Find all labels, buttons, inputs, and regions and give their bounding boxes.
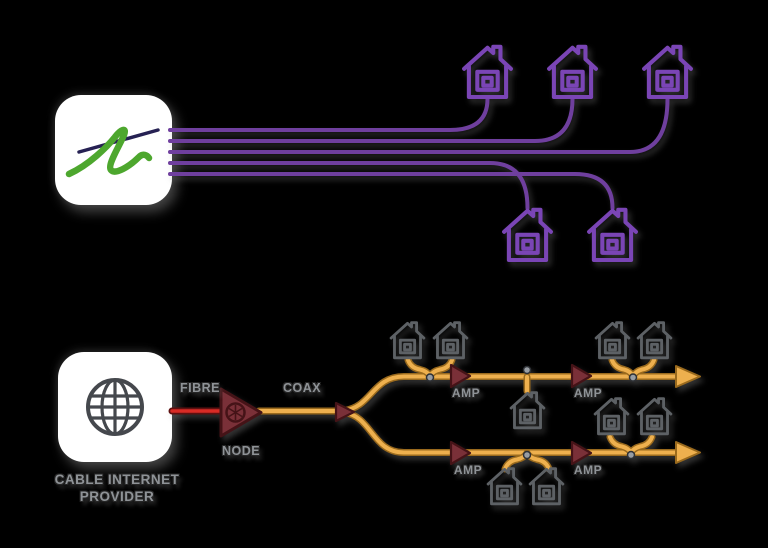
- coax-lower-branch: [342, 410, 684, 455]
- cable-provider-box: [58, 352, 172, 462]
- fibre-lines: [168, 97, 670, 210]
- house-icon: [464, 47, 511, 97]
- fibre-provider-logo: [65, 126, 160, 178]
- tap-dot: [522, 450, 532, 460]
- amp-label: AMP: [453, 463, 483, 477]
- house-icon: [504, 210, 551, 260]
- tap-icon: [406, 358, 454, 378]
- amplifier-icon: [570, 363, 593, 389]
- cable-provider-label-line1: CABLE INTERNET: [54, 472, 180, 487]
- cable-homes: [389, 321, 673, 506]
- fibre-line: [168, 97, 670, 154]
- house-icon: [486, 467, 523, 506]
- house-icon: [432, 321, 469, 360]
- tap-icon: [610, 358, 656, 378]
- cable-provider-label: CABLE INTERNET PROVIDER: [55, 471, 180, 505]
- house-icon: [593, 397, 630, 436]
- house-icon: [549, 47, 596, 97]
- amp-label: AMP: [451, 386, 481, 400]
- amp-label: AMP: [573, 386, 603, 400]
- house-icon: [389, 321, 426, 360]
- logo-script-letter: [65, 126, 153, 178]
- fibre-provider-box: [55, 95, 172, 205]
- fibre-line: [168, 161, 530, 210]
- house-icon: [589, 210, 636, 260]
- amp-label: AMP: [573, 463, 603, 477]
- tap-dot: [626, 450, 636, 460]
- coax-label: COAX: [282, 381, 322, 395]
- cable-network: [168, 321, 701, 506]
- arrowhead-icon: [675, 441, 701, 464]
- house-icon: [636, 321, 673, 360]
- house-icon: [594, 321, 631, 360]
- house-icon: [528, 467, 565, 506]
- fibre-line: [168, 172, 615, 210]
- amplifier-icon: [449, 440, 472, 466]
- node-label: NODE: [221, 444, 261, 458]
- house-icon: [636, 397, 673, 436]
- cable-provider-label-line2: PROVIDER: [79, 489, 155, 504]
- coax-lines: [255, 356, 686, 473]
- tap-dot: [628, 373, 638, 382]
- house-icon: [644, 47, 691, 97]
- fibre-line: [168, 97, 490, 132]
- tap-dot: [522, 365, 532, 375]
- tap-icon: [608, 435, 654, 455]
- house-icon: [509, 391, 546, 430]
- splitter-icon: [334, 401, 356, 423]
- globe-icon: [86, 378, 144, 436]
- fibre-network: [168, 47, 691, 260]
- tap-dot: [425, 373, 435, 382]
- amplifier-icon: [570, 440, 593, 466]
- node-icon: [219, 387, 263, 438]
- arrowhead-icon: [675, 365, 701, 388]
- amplifier-icon: [449, 363, 472, 389]
- fibre-line: [168, 97, 575, 143]
- fibre-label: FIBRE: [180, 381, 220, 395]
- coax-upper-branch: [342, 374, 684, 413]
